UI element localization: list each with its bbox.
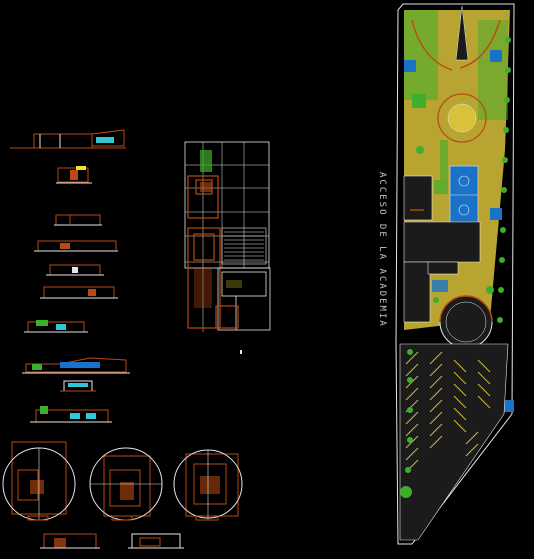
elevation-color-3 bbox=[30, 406, 112, 423]
elevation-color-2 bbox=[60, 380, 96, 392]
sports-courts bbox=[434, 165, 479, 225]
section-long-1 bbox=[10, 129, 126, 149]
elevations-column bbox=[10, 129, 130, 423]
parking-lot bbox=[399, 343, 509, 541]
elevation-small-3 bbox=[34, 240, 118, 252]
site-buildings bbox=[403, 175, 481, 323]
elevation-small-4 bbox=[46, 264, 104, 276]
elevation-small-5 bbox=[40, 286, 118, 299]
site-access-label: ACCESO DE LA ACADEMIA bbox=[377, 172, 387, 328]
elevation-small-1 bbox=[56, 166, 92, 184]
elevation-color-1 bbox=[24, 320, 88, 333]
site-plan bbox=[395, 3, 515, 545]
elevation-small-2 bbox=[54, 214, 102, 226]
circular-plan-1 bbox=[2, 441, 76, 521]
circular-plan-2 bbox=[89, 447, 163, 521]
circular-plan-3 bbox=[173, 449, 243, 521]
section-long-2 bbox=[22, 357, 130, 374]
round-plaza bbox=[439, 295, 493, 349]
floor-plan-stairs bbox=[221, 227, 267, 265]
trees bbox=[400, 37, 511, 498]
floor-plan bbox=[184, 141, 271, 354]
bottom-elevations bbox=[40, 533, 184, 549]
